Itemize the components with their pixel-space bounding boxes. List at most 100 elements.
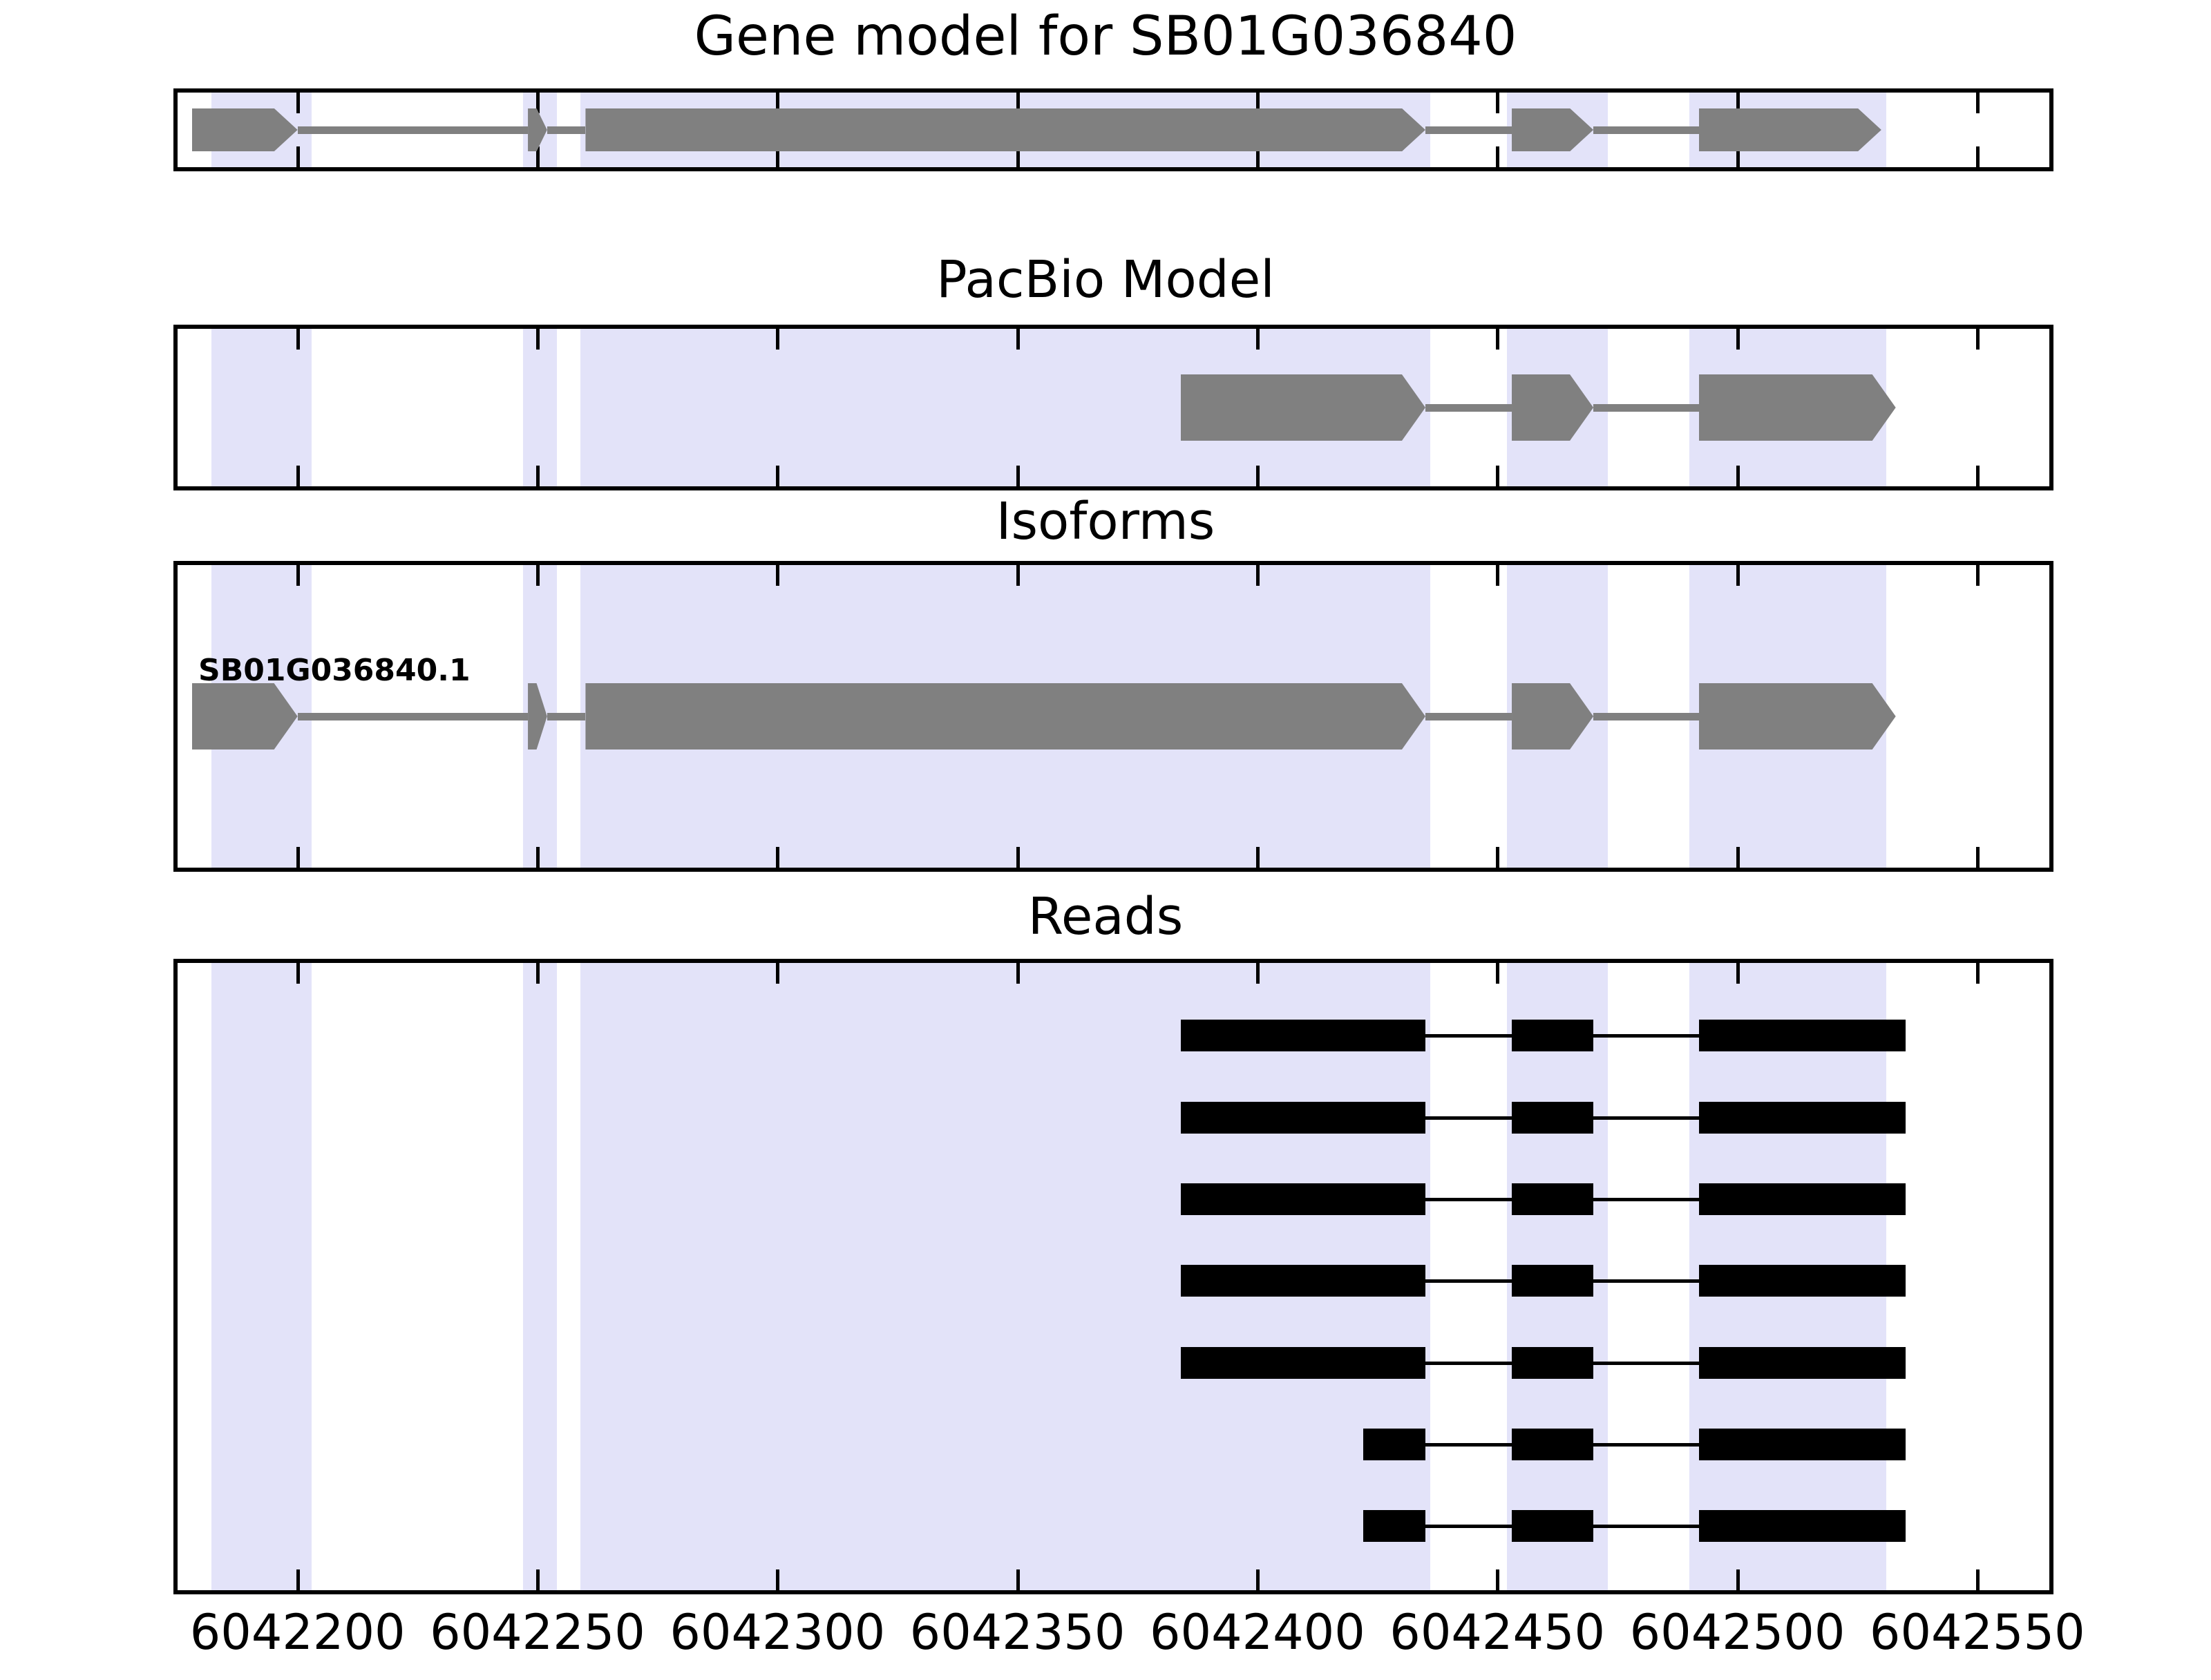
x-tick-mark [1016,963,1020,984]
intron-line [547,126,586,134]
x-tick-mark [296,146,300,167]
x-tick-label: 6042350 [909,1604,1126,1661]
x-tick-label: 6042400 [1149,1604,1365,1661]
read-block [1512,1346,1594,1379]
x-tick-mark [776,1569,780,1590]
x-tick-mark [296,466,300,486]
x-tick-mark [1496,963,1500,984]
read-block [1512,1020,1594,1052]
read-block [1512,1428,1594,1460]
read-connector-line [1593,1442,1699,1447]
x-tick-mark [776,847,780,868]
panel-title-reads: Reads [1027,887,1184,946]
x-tick-mark [1736,847,1740,868]
plot-area-pacbio-model [178,329,2049,486]
read-block [1180,1346,1425,1379]
x-tick-mark [1255,146,1260,167]
x-tick-label: 6042250 [430,1604,645,1661]
intron-line [297,713,529,720]
read-connector-line [1593,1361,1699,1365]
read-connector-line [1425,1198,1512,1202]
x-tick-mark [1975,93,1980,113]
intron-line [547,713,586,720]
isoform-label: SB01G036840.1 [198,653,471,688]
x-tick-mark [776,963,780,984]
read-block [1698,1346,1906,1379]
x-tick-mark [1496,847,1500,868]
highlight-band [211,329,312,486]
panel-title-gene-model: Gene model for SB01G036840 [694,6,1517,68]
intron-line [1593,126,1699,134]
x-tick-mark [1016,466,1020,486]
read-block [1512,1183,1594,1216]
x-tick-mark [1496,146,1500,167]
x-tick-mark [776,565,780,586]
read-connector-line [1425,1279,1512,1283]
x-tick-mark [776,329,780,350]
x-tick-mark [1016,329,1020,350]
read-block [1698,1265,1906,1297]
x-tick-mark [776,466,780,486]
read-block [1698,1101,1906,1134]
intron-line [1425,404,1512,412]
read-block [1363,1428,1425,1460]
exon-block [1698,108,1881,152]
read-block [1180,1020,1425,1052]
x-tick-mark [296,963,300,984]
x-tick-mark [1736,963,1740,984]
read-connector-line [1593,1525,1699,1529]
x-tick-label: 6042450 [1389,1604,1606,1661]
x-tick-mark [296,565,300,586]
exon-block [191,108,298,152]
read-block [1698,1183,1906,1216]
panel-gene-model [173,88,2053,171]
x-tick-mark [535,329,540,350]
x-tick-mark [1496,329,1500,350]
x-tick-mark [1736,466,1740,486]
x-tick-mark [1975,329,1980,350]
exon-block [585,108,1425,152]
read-connector-line [1593,1116,1699,1120]
x-tick-mark [1496,466,1500,486]
exon-block [528,683,547,750]
panel-pacbio-model [173,325,2053,490]
x-tick-mark [535,847,540,868]
read-block [1512,1510,1594,1543]
read-block [1512,1265,1594,1297]
read-block [1363,1510,1425,1543]
exon-block [1698,374,1896,441]
x-tick-mark [1736,329,1740,350]
x-tick-mark [1736,565,1740,586]
x-tick-mark [1016,146,1020,167]
read-connector-line [1425,1442,1512,1447]
read-block [1180,1265,1425,1297]
plot-area-gene-model [178,93,2049,167]
intron-line [1593,404,1699,412]
x-tick-mark [776,146,780,167]
x-tick-mark [1975,847,1980,868]
x-tick-mark [1975,1569,1980,1590]
exon-block [1512,374,1594,441]
x-tick-mark [1975,466,1980,486]
panel-isoforms [173,561,2053,872]
read-connector-line [1425,1361,1512,1365]
x-tick-mark [1016,847,1020,868]
x-tick-mark [776,93,780,113]
x-tick-mark [1736,146,1740,167]
exon-block [1698,683,1896,750]
x-tick-mark [1975,963,1980,984]
read-connector-line [1425,1525,1512,1529]
panel-title-isoforms: Isoforms [996,492,1215,551]
x-tick-mark [1255,963,1260,984]
read-connector-line [1593,1034,1699,1038]
x-tick-label: 6042300 [670,1604,886,1661]
x-tick-mark [1255,565,1260,586]
panel-title-pacbio-model: PacBio Model [936,250,1275,309]
x-tick-label: 6042200 [189,1604,406,1661]
x-tick-mark [1255,329,1260,350]
read-block [1180,1183,1425,1216]
x-tick-mark [1016,93,1020,113]
x-tick-mark [535,963,540,984]
read-connector-line [1593,1279,1699,1283]
